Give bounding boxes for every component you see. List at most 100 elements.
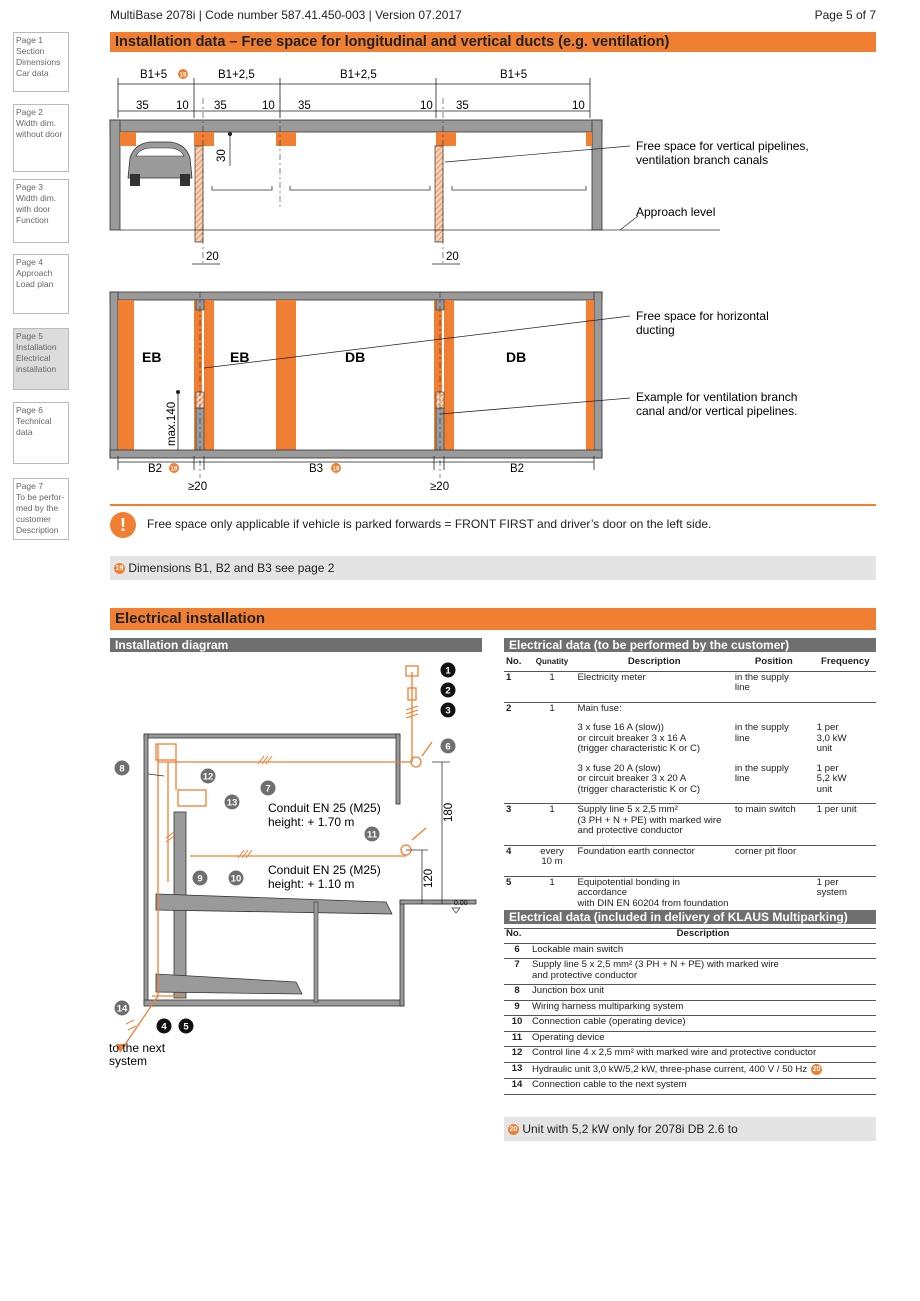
cell-no: 11 (504, 1031, 530, 1047)
cell-pos: corner pit floor (734, 845, 797, 857)
bay-label-3: DB (345, 349, 365, 365)
cell-no: 2 (506, 702, 512, 714)
footnote-badge-19: 19 (114, 563, 125, 575)
callout-1: 1 (439, 661, 457, 679)
svg-text:10: 10 (420, 100, 433, 112)
level-0-00: 0.00 (454, 900, 468, 907)
callout-12: 12 (199, 767, 217, 785)
cell-desc: Electricity meter (577, 671, 646, 683)
dim-b1-5-right: B1+5 (500, 69, 527, 81)
cell-desc: Hydraulic unit 3,0 kW/5,2 kW, three-phas… (532, 1063, 808, 1075)
dim-b1-25-right: B1+2,5 (340, 69, 377, 81)
col-position: Position (732, 656, 815, 672)
installation-drawing: B1+5 19 B1+2,5 B1+2,5 B1+5 35 10 35 10 3… (109, 69, 809, 493)
cell-desc: Main fuse: (577, 702, 622, 714)
dimensions-note-text: Dimensions B1, B2 and B3 see page 2 (128, 561, 335, 575)
customer-table-title: Electrical data (to be performed by the … (504, 638, 876, 652)
delivery-table-title: Electrical data (included in delivery of… (504, 910, 876, 924)
cell-no: 8 (504, 984, 530, 1001)
top-dimension-labels: B1+5 19 B1+2,5 B1+2,5 B1+5 (140, 69, 527, 81)
sidebar-item-title: Page 6 (16, 405, 43, 415)
bay-label-2: EB (230, 349, 249, 365)
cell-freq: 1 per unit (816, 804, 857, 815)
col-no: No. (504, 656, 529, 672)
conduit2-line1: Conduit EN 25 (M25) (268, 863, 381, 877)
dim-ge20-left: ≥20 (188, 481, 207, 493)
section-title-installation: Installation data – Free space for longi… (110, 32, 876, 52)
callout-2: 2 (439, 681, 457, 699)
sidebar-item-desc: Installation Electrical installation (16, 342, 57, 374)
conduit1-line2: height: + 1.70 m (268, 815, 354, 829)
dim-b3: B3 (309, 463, 323, 475)
callout-14: 14 (113, 999, 131, 1017)
sidebar-item-title: Page 4 (16, 257, 43, 267)
label-approach-level: Approach level (636, 205, 715, 219)
cell-qty: 1 (549, 702, 555, 714)
bay-label-4: DB (506, 349, 526, 365)
label-horizontal-line2: ducting (636, 323, 675, 337)
cell-no: 12 (504, 1046, 530, 1063)
svg-text:19: 19 (180, 73, 187, 79)
svg-text:9: 9 (197, 874, 202, 885)
conduit2-line2: height: + 1.10 m (268, 877, 354, 891)
svg-text:2: 2 (445, 686, 450, 697)
cell-no: 6 (504, 943, 530, 959)
dim-30: 30 (216, 149, 228, 162)
sidebar-item-title: Page 3 (16, 182, 43, 192)
cell-qty: 1 (549, 876, 555, 888)
label-vertical-line1: Free space for vertical pipelines, (636, 139, 809, 153)
sidebar-item-title: Page 1 (16, 35, 43, 45)
cell-desc: 3 x fuse 20 A (slow) or circuit breaker … (577, 762, 701, 795)
svg-text:35: 35 (136, 100, 149, 112)
col-quantity: Qunatity (528, 656, 576, 672)
dim-b2-right: B2 (510, 463, 524, 475)
section-title-electrical: Electrical installation (110, 608, 876, 630)
dimensions-note: 19 Dimensions B1, B2 and B3 see page 2 (110, 556, 876, 580)
cell-desc: 3 x fuse 16 A (slow)) or circuit breaker… (577, 722, 701, 754)
conduit-label-upper: Conduit EN 25 (M25) height: + 1.70 m (268, 801, 384, 829)
svg-text:35: 35 (214, 100, 227, 112)
svg-text:1: 1 (445, 666, 451, 677)
cell-desc: Wiring harness multiparking system (532, 1000, 684, 1012)
cell-no: 3 (506, 804, 512, 815)
diagram-title: Installation diagram (110, 638, 482, 652)
cell-pos: in the supply line (734, 722, 789, 744)
sidebar-item-desc: Approach Load plan (16, 268, 54, 289)
cell-qty: 1 (549, 671, 555, 683)
cell-desc: Connection cable to the next system (532, 1079, 687, 1091)
sidebar-item-desc: Width dim. with door Function (16, 193, 57, 225)
svg-text:3: 3 (445, 706, 450, 717)
cell-freq: 1 per 3,0 kW unit (816, 722, 847, 754)
label-example-line2: canal and/or vertical pipelines. (636, 404, 797, 418)
customer-electrical-table: No. Qunatity Description Position Freque… (504, 656, 876, 929)
plan-view (109, 291, 631, 478)
dim-120: 120 (423, 869, 435, 888)
label-horizontal-line1: Free space for horizontal (636, 309, 769, 323)
svg-text:11: 11 (367, 830, 378, 841)
bay-label-1: EB (142, 349, 161, 365)
dim-b2-left: B2 (148, 463, 162, 475)
warning-text: Free space only applicable if vehicle is… (147, 517, 712, 531)
cell-desc: Lockable main switch (532, 943, 624, 955)
svg-text:7: 7 (265, 784, 270, 795)
cell-desc: Operating device (532, 1031, 605, 1043)
label-example-line1: Example for ventilation branch (636, 390, 797, 404)
table-row: 3 x fuse 20 A (slow) or circuit breaker … (504, 762, 876, 804)
dim-max140: max.140 (166, 402, 178, 446)
cell-pos: in the supply line (734, 762, 789, 784)
svg-text:35: 35 (298, 100, 311, 112)
callout-7: 7 (259, 779, 277, 797)
cell-qty: every 10 m (540, 845, 564, 867)
